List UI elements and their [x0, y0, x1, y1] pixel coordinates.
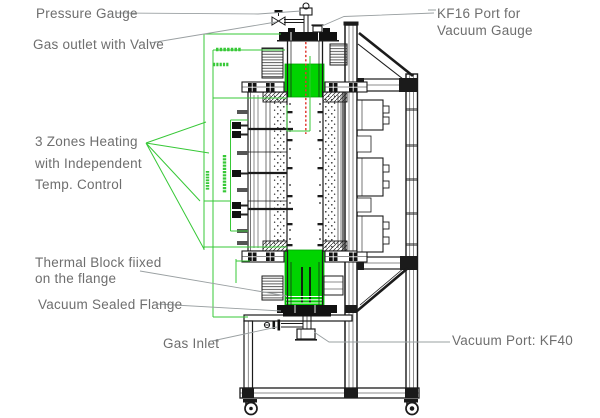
label-zones-line3: Temp. Control — [35, 177, 123, 193]
leader-kf16 — [321, 9, 436, 27]
terminal-boxes — [356, 99, 390, 253]
label-gas-outlet: Gas outlet with Valve — [33, 37, 165, 52]
heater-terminals — [232, 110, 248, 245]
pressure-gauge-fitting — [299, 2, 313, 32]
process-tube — [286, 41, 324, 305]
bore-green-outline — [286, 56, 311, 132]
frame-mid-rail — [356, 256, 417, 312]
top-piping — [271, 2, 339, 42]
frame-top-rail — [356, 31, 417, 92]
thermal-block-bottom — [284, 249, 325, 308]
furnace-body — [232, 43, 390, 301]
label-pressure-gauge: Pressure Gauge — [36, 6, 138, 21]
leader-thermal-block — [139, 270, 288, 297]
caster-left — [243, 399, 258, 416]
bolt-cross-symbols — [248, 83, 358, 261]
gas-inlet-fitting — [263, 319, 303, 331]
top-cap-flange — [279, 32, 337, 41]
label-thermal-line2: on the flange — [35, 271, 117, 287]
label-thermal-line1: Thermal Block fiixed — [35, 255, 162, 270]
support-frame — [343, 21, 419, 393]
furnace-left-band — [247, 91, 293, 252]
label-kf16-port: KF16 Port for Vacuum Gauge — [437, 6, 533, 40]
green-annotations — [145, 33, 311, 318]
label-zones-line1: 3 Zones Heating — [35, 134, 138, 149]
leader-vacuum-flange — [156, 303, 282, 312]
frame-front-post — [343, 21, 359, 393]
flange-pads — [262, 91, 348, 252]
bottom-seal-flange — [277, 305, 337, 313]
kf40-elbow — [295, 328, 317, 341]
label-thermal-block: Thermal Block fiixed on the flange — [35, 255, 162, 287]
label-kf16-line2: Vacuum Gauge — [437, 23, 533, 39]
zone-leader-fan — [145, 121, 210, 250]
label-gas-inlet: Gas Inlet — [163, 336, 220, 351]
cart-stand — [239, 314, 420, 416]
label-vacuum-port: Vacuum Port: KF40 — [452, 333, 574, 348]
label-vacuum-flange: Vacuum Sealed Flange — [38, 297, 183, 312]
label-three-zones: 3 Zones Heating with Independent Temp. C… — [35, 134, 142, 199]
bottom-piping — [263, 305, 337, 341]
furnace-right-band — [322, 91, 344, 252]
leader-lines — [115, 9, 450, 343]
label-zones-line2: with Independent — [35, 155, 142, 171]
bore-details — [287, 103, 323, 247]
label-kf16-line1: KF16 Port for — [437, 6, 521, 21]
leader-vacuum-port — [313, 331, 450, 343]
caster-right — [404, 399, 419, 416]
frame-rear-post — [405, 73, 419, 393]
thermal-blocks — [284, 63, 325, 308]
green-text-marks — [205, 47, 241, 193]
thermal-block-top — [284, 63, 325, 98]
kf16-port — [311, 24, 324, 33]
bore-dot-columns — [289, 103, 321, 240]
leader-pressure-gauge — [115, 10, 302, 15]
leader-gas-outlet — [149, 21, 277, 44]
leader-gas-inlet — [211, 326, 278, 342]
